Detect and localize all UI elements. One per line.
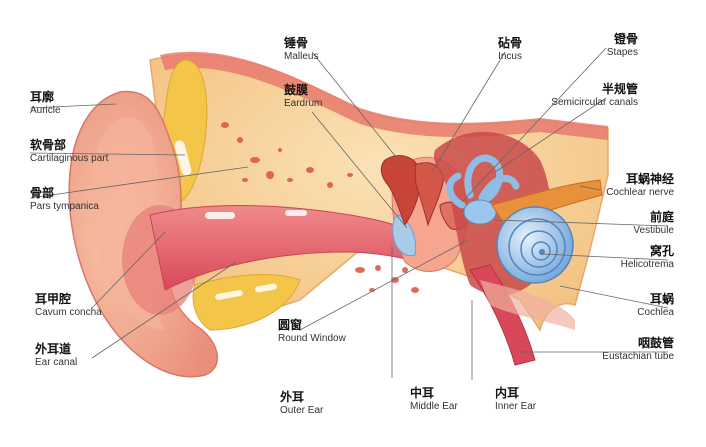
label-outer-ear-en: Outer Ear: [280, 405, 324, 416]
label-cochlea-zh: 耳蜗: [649, 292, 674, 306]
label-helicotrema-zh: 窝孔: [649, 244, 674, 258]
label-round-window: 圆窗 Round Window: [278, 318, 346, 346]
label-ear-canal-en: Ear canal: [35, 357, 78, 368]
label-eustachian-tube-zh: 咽鼓管: [637, 336, 674, 350]
label-helicotrema: 窝孔 Helicotrema: [590, 244, 674, 272]
label-eustachian-tube: 咽鼓管 Eustachian tube: [570, 336, 674, 364]
label-cavum-concha-zh: 耳甲腔: [35, 292, 72, 306]
label-auricle: 耳廓 Auricle: [30, 90, 61, 118]
label-eardrum-en: Eardrum: [284, 98, 323, 109]
label-vestibule-en: Vestibule: [633, 225, 674, 236]
label-semicircular-canals: 半规管 Semicircular canals: [520, 82, 638, 110]
label-auricle-en: Auricle: [30, 105, 61, 116]
label-cochlear-nerve: 耳蜗神经 Cochlear nerve: [582, 172, 674, 200]
label-inner-ear-en: Inner Ear: [495, 401, 537, 412]
label-inner-ear-zh: 内耳: [495, 386, 520, 400]
label-round-window-en: Round Window: [278, 333, 346, 344]
label-cochlear-nerve-en: Cochlear nerve: [606, 187, 674, 198]
label-stapes-zh: 镫骨: [613, 32, 638, 46]
label-middle-ear: 中耳 Middle Ear: [410, 386, 458, 414]
eardrum-shape: [392, 214, 417, 257]
label-cochlea: 耳蜗 Cochlea: [590, 292, 674, 320]
upper-tissue-band: [160, 51, 608, 140]
label-inner-ear: 内耳 Inner Ear: [495, 386, 536, 414]
label-vestibule: 前庭 Vestibule: [590, 210, 674, 238]
label-malleus-en: Malleus: [284, 51, 319, 62]
label-cartilaginous-part-zh: 软骨部: [30, 138, 67, 152]
label-malleus: 锤骨 Malleus: [284, 36, 318, 64]
label-cartilaginous-part-en: Cartilaginous part: [30, 153, 109, 164]
label-auricle-zh: 耳廓: [30, 90, 55, 104]
label-eardrum: 鼓膜 Eardrum: [284, 83, 322, 111]
label-pars-tympanica: 骨部 Pars tympanica: [30, 186, 99, 214]
label-cochlea-en: Cochlea: [637, 307, 674, 318]
lower-tissue: [480, 280, 575, 330]
label-stapes: 镫骨 Stapes: [568, 32, 638, 60]
label-outer-ear-zh: 外耳: [280, 390, 305, 404]
label-round-window-zh: 圆窗: [278, 318, 303, 332]
label-ear-canal-zh: 外耳道: [35, 342, 72, 356]
label-incus-zh: 砧骨: [497, 36, 522, 50]
label-malleus-zh: 锤骨: [284, 36, 309, 50]
label-cavum-concha-en: Cavum concha: [35, 307, 102, 318]
label-incus-en: Incus: [498, 51, 522, 62]
label-semicircular-canals-en: Semicircular canals: [551, 97, 638, 108]
label-helicotrema-en: Helicotrema: [620, 259, 674, 270]
label-incus: 砧骨 Incus: [470, 36, 522, 64]
label-stapes-en: Stapes: [606, 47, 638, 58]
vestibule-shape: [463, 199, 497, 225]
label-eustachian-tube-en: Eustachian tube: [602, 351, 674, 362]
label-semicircular-canals-zh: 半规管: [601, 82, 638, 96]
label-cochlear-nerve-zh: 耳蜗神经: [625, 172, 674, 186]
label-pars-tympanica-en: Pars tympanica: [30, 201, 99, 212]
label-middle-ear-en: Middle Ear: [410, 401, 458, 412]
label-cartilaginous-part: 软骨部 Cartilaginous part: [30, 138, 108, 166]
label-pars-tympanica-zh: 骨部: [30, 186, 55, 200]
label-vestibule-zh: 前庭: [649, 210, 674, 224]
label-ear-canal: 外耳道 Ear canal: [35, 342, 77, 370]
label-middle-ear-zh: 中耳: [410, 386, 435, 400]
label-outer-ear: 外耳 Outer Ear: [280, 390, 323, 418]
label-eardrum-zh: 鼓膜: [284, 83, 309, 97]
label-cavum-concha: 耳甲腔 Cavum concha: [35, 292, 102, 320]
